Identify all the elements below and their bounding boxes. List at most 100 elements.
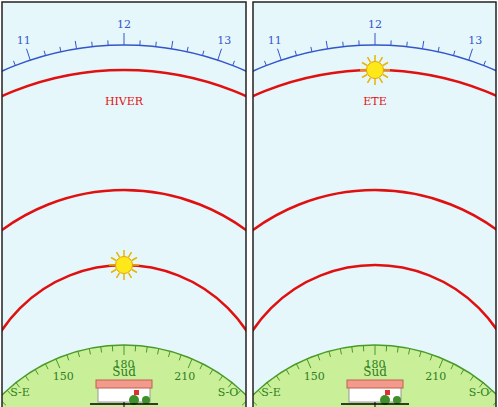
azimuth-tick [78,351,80,357]
hour-scale-arc [253,45,496,407]
azimuth-tick [25,376,28,381]
azimuth-tick [439,359,443,368]
hour-tick [277,49,281,60]
hour-tick [438,47,439,52]
sun-ray [368,57,371,62]
sun-ray [362,75,367,78]
azimuth-tick [67,355,69,361]
azimuth-tick [470,376,473,381]
direction-label: Sud [363,366,387,378]
azimuth-tick [168,351,170,357]
hour-tick [107,40,108,45]
hour-tick [454,51,455,56]
hour-tick [390,40,391,45]
azimuth-tick [158,349,159,355]
direction-label: S-O [469,387,490,398]
house-window [134,390,139,395]
direction-label: Sud [112,366,136,378]
sun-ray [374,79,376,85]
house-window [385,390,390,395]
azimuth-tick [397,347,399,353]
hour-tick [155,42,157,47]
azimuth-tick [340,349,341,355]
sun-ray [368,78,371,83]
azimuth-tick [210,369,213,374]
sun-ray [123,274,125,280]
azimuth-tick [135,345,136,351]
hour-tick [375,33,376,45]
sky-panel [2,2,246,407]
azimuth-tick [56,359,60,368]
hour-tick [406,42,408,47]
bush [393,396,401,404]
hour-number: 12 [117,19,131,30]
south-mark [124,402,125,407]
azimuth-tick [430,355,432,361]
sun-ray [383,75,388,78]
hour-tick [469,49,473,60]
sun-ray [132,270,137,273]
ground [253,345,496,407]
sun-ray [384,69,390,71]
sun-disc [116,257,133,274]
azimuth-tick [146,347,148,353]
hour-tick [358,40,359,45]
sun-ray [362,63,367,66]
hour-tick [44,51,45,56]
azimuth-tick [351,347,353,353]
direction-label: S-E [10,387,30,398]
sun-ray [132,258,137,261]
azimuth-tick [286,369,289,374]
hour-tick [187,47,188,52]
azimuth-number: 210 [425,371,446,382]
sun-ray [123,250,125,256]
house-roof [347,380,403,388]
azimuth-tick [409,349,410,355]
direction-label: S-O [218,387,239,398]
azimuth-tick [276,376,279,381]
hour-tick [422,41,423,49]
sun-ray [129,252,132,257]
azimuth-tick [200,364,203,369]
azimuth-number: 150 [53,371,74,382]
sky-background [253,2,496,407]
sun-ray [111,258,116,261]
hour-number: 12 [368,19,382,30]
season-label: HIVER [105,96,143,107]
bush [142,396,150,404]
hour-tick [124,33,125,45]
azimuth-number: 210 [174,371,195,382]
hour-tick [171,41,172,49]
sun-ray [383,63,388,66]
azimuth-tick [375,345,376,355]
azimuth-tick [329,351,331,357]
hour-tick [326,41,327,49]
hour-tick [75,41,76,49]
sun-ray [380,78,383,83]
hour-tick [264,61,266,66]
azimuth-tick [419,351,421,357]
sun-disc [367,62,384,79]
azimuth-tick [386,345,387,351]
hour-tick [311,47,312,52]
hour-scale-arc [2,45,246,407]
azimuth-tick [45,364,48,369]
hour-tick [91,42,93,47]
sun-ray [374,55,376,61]
sun-ray [109,264,115,266]
sun-symbol [109,250,139,280]
azimuth-tick [461,369,464,374]
sky-background [2,2,246,407]
hour-number: 13 [217,35,231,46]
azimuth-tick [307,359,311,368]
azimuth-tick [35,369,38,374]
south-mark [375,402,376,407]
azimuth-tick [89,349,90,355]
direction-label: S-E [261,387,281,398]
sun-ray [360,69,366,71]
hour-tick [60,47,61,52]
hour-tick [295,51,296,56]
panel-border [253,2,496,407]
